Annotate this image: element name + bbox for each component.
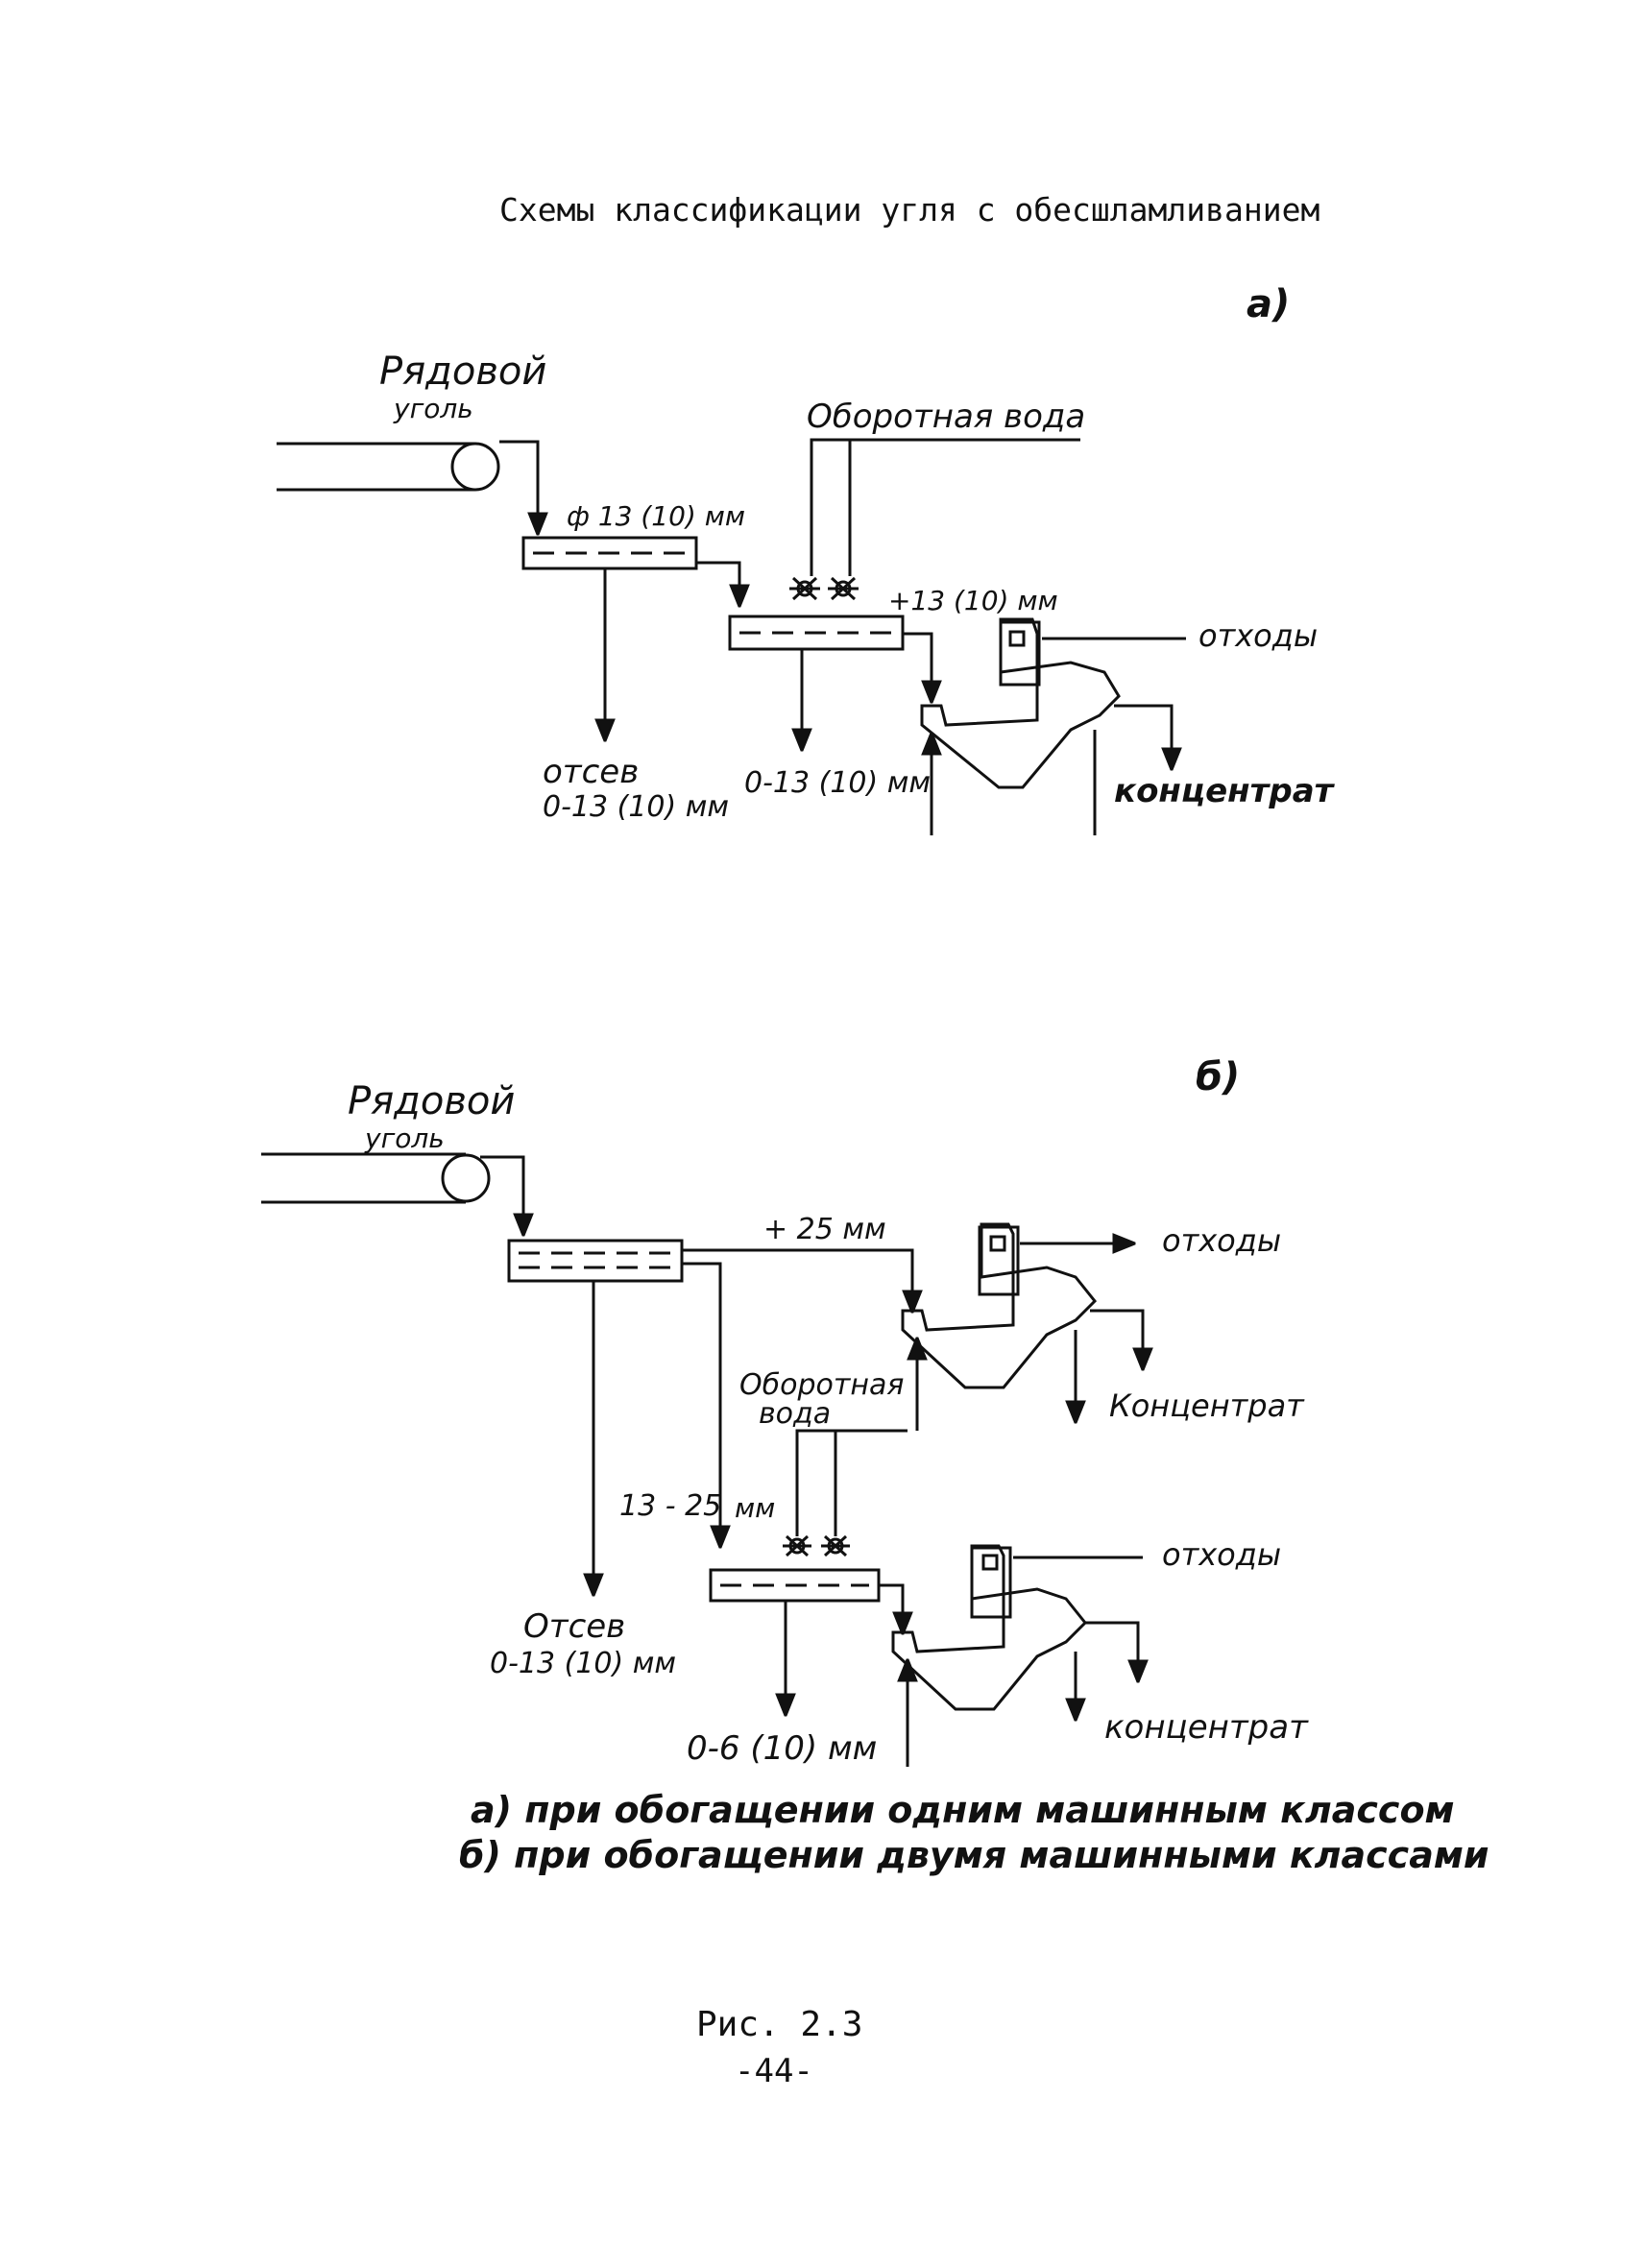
screen2-to-jig [903,632,932,701]
screenings-label-line1: Отсев [523,1607,625,1646]
recycled-water-label: Оборотная вода [807,398,1085,436]
screen-bottom-to-jig [879,1583,903,1632]
raw-coal-label-line2: уголь [393,393,473,424]
waste-bottom-label: отходы [1162,1536,1281,1573]
recycled-water-label-line2: вода [759,1397,831,1431]
waste-top-label: отходы [1162,1222,1281,1259]
oversize-label: +13 (10) мм [888,585,1058,616]
screenings-label-line2: 0-13 (10) мм [543,790,729,824]
concentrate-arrow [1114,704,1172,768]
screenings-label-line1: отсев [543,753,639,791]
range-13-25-label: 13 - 25 [619,1489,721,1523]
plus25-label: + 25 мм [763,1213,886,1246]
plus25-line [682,1248,912,1311]
caption-b: б) при обогащении двумя машинными класса… [459,1834,1489,1876]
feed-arrow [480,1155,523,1234]
recycled-water-label-line1: Оборотная [739,1368,904,1402]
feed-arrow [499,440,538,533]
recycled-water-pipe [795,1429,908,1536]
raw-coal-label-line1: Рядовой [348,1079,515,1123]
jig-machine-bottom [891,1544,1088,1711]
concentrate-bottom-label: концентрат [1104,1708,1309,1747]
concentrate-bottom-arrow [1085,1621,1138,1680]
waste-label: отходы [1198,617,1318,654]
scheme-a-label: а) [1247,282,1290,326]
conveyor-belt [277,442,500,492]
concentrate-label: концентрат [1114,772,1336,810]
screen-bottom [709,1568,881,1603]
feed-size-label: ф 13 (10) мм [567,500,745,532]
page-title: Схемы классификации угля с обесшламливан… [499,191,1319,229]
caption-a: а) при обогащении одним машинным классом [471,1789,1455,1831]
spray-nozzle-icon [783,1534,850,1557]
screen-main [507,1239,684,1283]
range-13-25-line [682,1262,720,1546]
recycled-water-pipe [810,438,1080,576]
undersize-label: 0-6 (10) мм [687,1729,877,1768]
range-unit-label: мм [735,1492,775,1524]
screen-1 [521,536,698,570]
screen1-to-screen2 [696,561,739,605]
undersize-label: 0-13 (10) мм [744,766,931,800]
concentrate-top-arrow [1090,1309,1143,1368]
raw-coal-label-line2: уголь [364,1122,445,1154]
conveyor-belt [261,1152,491,1204]
screen-2 [728,615,905,651]
concentrate-top-label: Концентрат [1109,1387,1305,1424]
jig-machine [920,617,1121,789]
scheme-a: а) Рядовой уголь ф 13 (10) мм Оборотная … [277,282,1336,835]
jig-machine-top [901,1222,1098,1389]
spray-nozzle-icon [789,576,859,601]
figure-number: Рис. 2.3 [696,2005,862,2044]
screenings-label-line2: 0-13 (10) мм [490,1647,676,1680]
page-number: -44- [735,2052,813,2090]
raw-coal-label-line1: Рядовой [379,350,546,394]
scheme-b: б) Рядовой уголь + 25 мм отходы К [261,1055,1309,1768]
scheme-b-label: б) [1196,1055,1240,1099]
